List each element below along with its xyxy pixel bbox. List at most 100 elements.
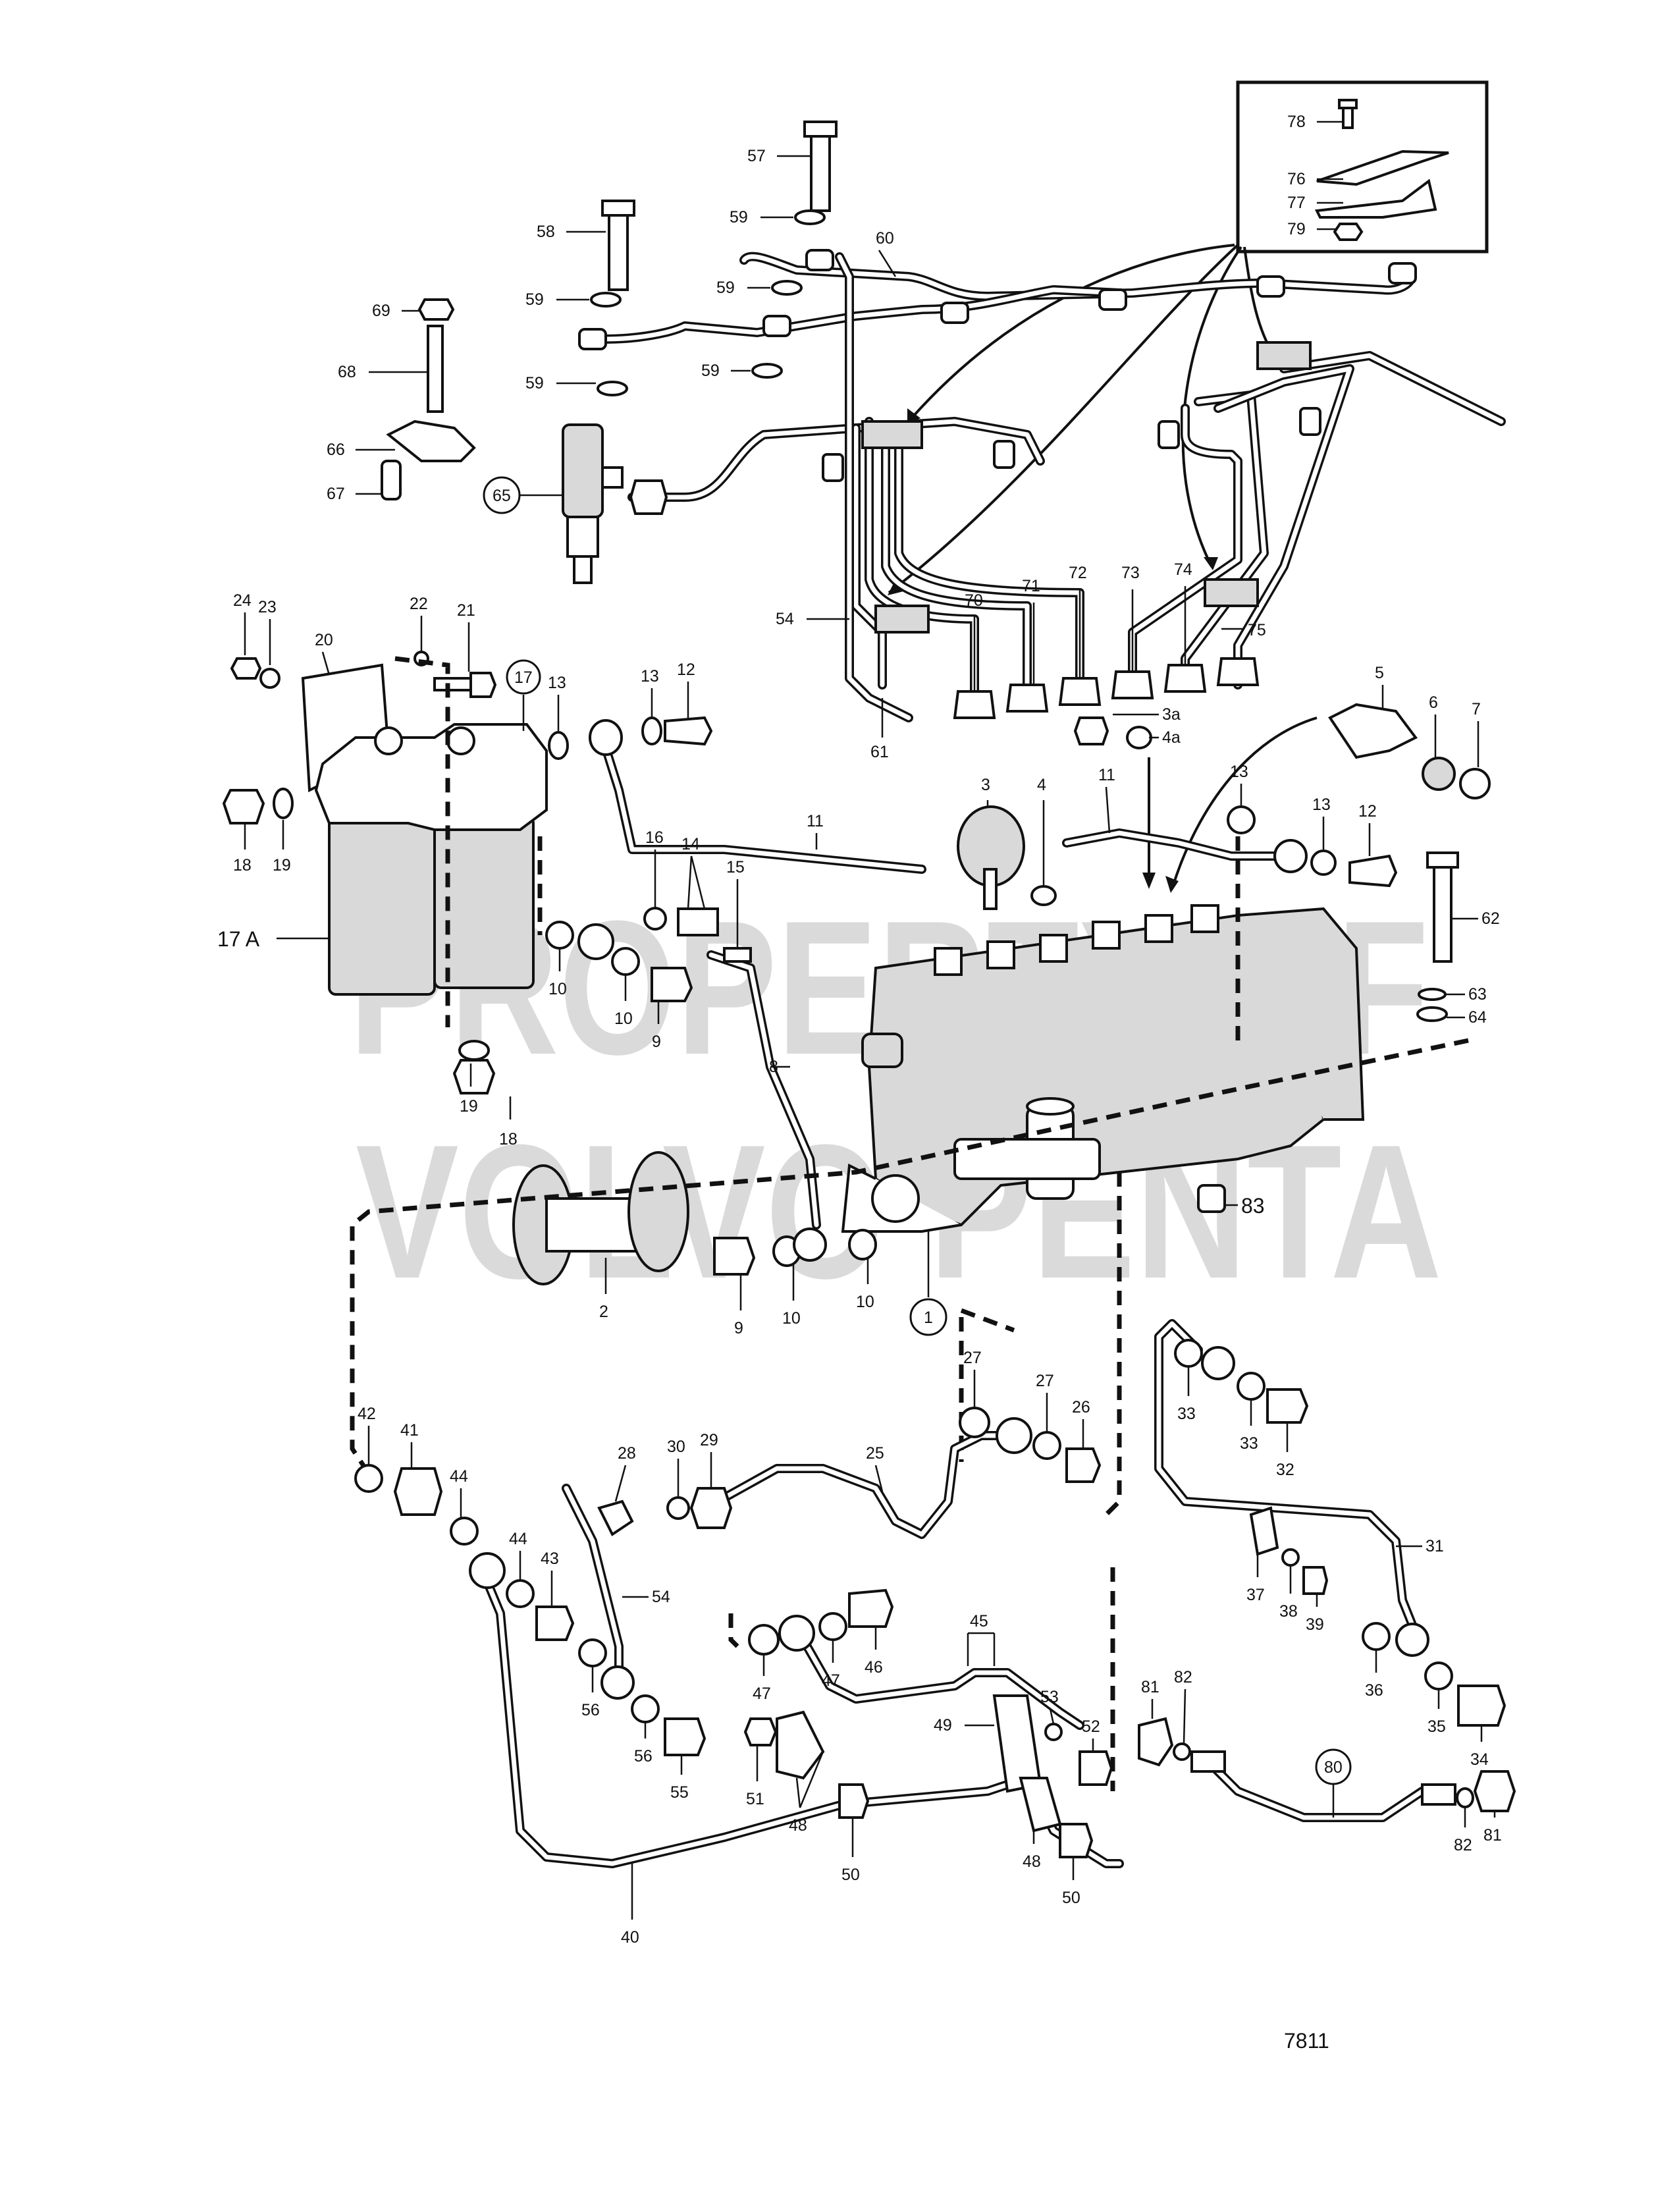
callout-17-circle [506, 659, 541, 695]
banjo-a [589, 719, 623, 756]
washer-59-d [771, 280, 803, 296]
callout-80: 80 [1324, 1758, 1343, 1777]
callout-72: 72 [1069, 564, 1087, 582]
callout-53: 53 [1040, 1688, 1059, 1706]
callout-46: 46 [865, 1658, 883, 1677]
callout-23: 23 [258, 598, 277, 616]
union-nut-75 [1216, 657, 1260, 686]
clamp-48-b [1019, 1777, 1062, 1833]
callout-12b: 12 [1358, 802, 1377, 821]
filter-head-17 [314, 723, 548, 831]
banjo-d [1273, 839, 1308, 873]
washer-53 [1044, 1723, 1063, 1741]
callout-52: 52 [1082, 1717, 1100, 1736]
callout-56b: 56 [634, 1747, 653, 1766]
pipe-clamp-lower-right [1204, 578, 1259, 607]
inset-nut-79 [1333, 223, 1364, 241]
callout-labels: 78 76 77 79 57 59 58 59 59 60 59 59 69 6… [217, 113, 1502, 2053]
washer-4 [1030, 885, 1057, 906]
callout-37: 37 [1246, 1586, 1265, 1604]
callout-58: 58 [537, 223, 555, 241]
dowel-67 [381, 460, 402, 500]
lower-fittings [354, 1339, 1516, 1858]
washer-35 [1424, 1661, 1453, 1690]
banjo-b [577, 923, 614, 960]
inset-bracket-76 [1316, 149, 1449, 186]
callout-29: 29 [700, 1431, 718, 1449]
callout-1-circle [909, 1298, 947, 1336]
callout-81b: 81 [1483, 1826, 1502, 1845]
washer-59-c [794, 209, 826, 225]
bolt-62 [1433, 861, 1452, 963]
callout-33b: 33 [1240, 1434, 1258, 1453]
callout-9b: 9 [734, 1319, 743, 1337]
callout-18a: 18 [233, 856, 252, 875]
callout-43: 43 [541, 1550, 559, 1568]
washer-19-top [273, 788, 294, 819]
callout-10c: 10 [782, 1309, 801, 1328]
bolt-43 [535, 1605, 575, 1641]
callout-56a: 56 [581, 1701, 600, 1719]
washer-13-d [1310, 850, 1337, 876]
injector-group [381, 121, 838, 584]
callout-70: 70 [965, 591, 983, 610]
callout-13b: 13 [641, 667, 659, 686]
callout-35: 35 [1427, 1717, 1446, 1736]
callout-25: 25 [866, 1444, 884, 1463]
union-nut-74 [1163, 664, 1207, 693]
callout-10a: 10 [548, 980, 567, 998]
nut-24 [230, 657, 262, 680]
callout-54b: 54 [652, 1588, 670, 1606]
banjo-25 [996, 1417, 1032, 1454]
callout-59b: 59 [525, 290, 544, 309]
sleeve-83 [1197, 1184, 1226, 1213]
callout-11a: 11 [807, 812, 824, 830]
washer-10-a [545, 921, 574, 950]
callout-63: 63 [1468, 985, 1487, 1004]
cover-5 [1328, 703, 1418, 759]
callout-50b: 50 [1062, 1889, 1080, 1907]
bolt-9-a [651, 967, 693, 1002]
hose-fitting-80 [1421, 1783, 1456, 1806]
fuel-pipes-upper [598, 733, 1295, 1229]
callout-49: 49 [934, 1716, 952, 1735]
arrow-cover [1171, 716, 1318, 890]
nut-81-b [1473, 1770, 1516, 1812]
clamp-14 [677, 907, 719, 936]
callout-3a: 3a [1162, 705, 1181, 724]
washer-36 [1362, 1622, 1391, 1651]
inset-frame [1236, 80, 1489, 254]
washer-27-b [1032, 1431, 1061, 1460]
callout-47b: 47 [822, 1671, 840, 1690]
callout-78: 78 [1287, 113, 1306, 131]
clamp-37 [1249, 1506, 1279, 1556]
callout-3: 3 [981, 776, 990, 794]
washer-64 [1416, 1006, 1448, 1022]
filter-cartridge-17A-left [328, 815, 436, 996]
stud-68 [427, 325, 444, 413]
callout-80-circle [1315, 1748, 1352, 1785]
callout-9a: 9 [652, 1033, 661, 1051]
callout-17A: 17 A [217, 927, 260, 951]
callout-47a: 47 [753, 1685, 771, 1703]
callout-4: 4 [1037, 776, 1046, 794]
screw-50-b [1059, 1823, 1094, 1858]
callout-5: 5 [1375, 664, 1384, 682]
callout-82b: 82 [1454, 1836, 1472, 1854]
callout-32: 32 [1276, 1461, 1294, 1479]
callout-31: 31 [1426, 1537, 1444, 1555]
callout-45: 45 [970, 1612, 988, 1631]
callout-60: 60 [876, 229, 894, 248]
callout-10b: 10 [614, 1010, 633, 1028]
callout-38: 38 [1279, 1602, 1298, 1621]
plug-18-bottom [452, 1059, 496, 1094]
washer-82-a [1173, 1742, 1191, 1761]
callout-13d: 13 [1312, 796, 1331, 814]
callout-16: 16 [645, 828, 664, 847]
bolt-55 [664, 1717, 706, 1756]
washer-33-a [1174, 1339, 1203, 1368]
callout-64: 64 [1468, 1008, 1487, 1027]
pipe-clamp-upper-left [861, 420, 923, 449]
callout-66: 66 [327, 441, 345, 459]
